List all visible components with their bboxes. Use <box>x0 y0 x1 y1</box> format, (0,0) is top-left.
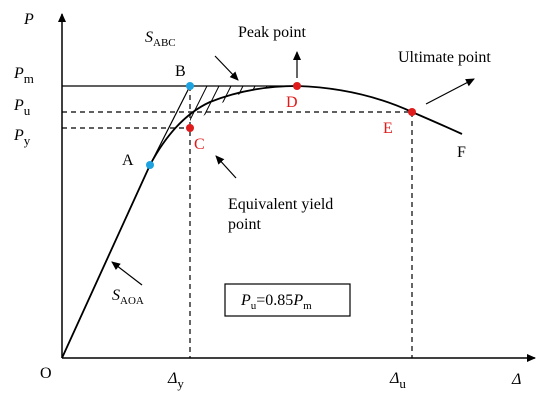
saoa-arrow <box>111 261 143 286</box>
equivalent-yield-label-2: point <box>228 216 261 233</box>
y-axis-label: P <box>23 11 34 28</box>
point-f-label: F <box>457 144 466 161</box>
s-abc-label: SABC <box>145 29 176 49</box>
py-label: Py <box>13 127 31 148</box>
delta-y-label: Δy <box>167 370 184 391</box>
sabc-arrow <box>214 55 239 81</box>
point-a-label: A <box>122 152 134 169</box>
equivalent-yield-label-1: Equivalent yield <box>228 196 333 213</box>
s-aoa-label: SAOA <box>112 287 144 307</box>
point-c-label: C <box>194 136 205 153</box>
formula-text: Pu=0.85Pm <box>240 292 312 312</box>
ultimate-arrow <box>425 78 475 105</box>
ultimate-point-label: Ultimate point <box>398 49 491 66</box>
point-b-marker <box>186 82 194 90</box>
point-e-marker <box>408 108 416 116</box>
point-d-marker <box>293 82 301 90</box>
pm-label: Pm <box>13 65 34 86</box>
point-d-label: D <box>286 94 298 111</box>
point-a-marker <box>146 161 154 169</box>
pu-label: Pu <box>13 97 31 118</box>
point-e-label: E <box>383 120 393 137</box>
equivalent-arrow <box>215 155 237 179</box>
point-b-label: B <box>175 63 186 80</box>
x-axis-label: Δ <box>511 371 521 388</box>
load-curve <box>61 85 463 359</box>
peak-point-label: Peak point <box>238 24 307 41</box>
hatch-aoa <box>62 165 150 341</box>
point-c-marker <box>186 124 194 132</box>
delta-u-label: Δu <box>389 370 406 391</box>
origin-label: O <box>40 365 52 382</box>
formula-box <box>224 283 351 317</box>
